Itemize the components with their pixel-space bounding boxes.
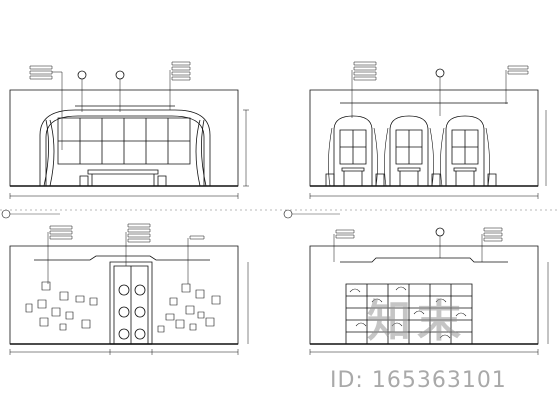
callout-tag-icon xyxy=(334,230,354,262)
elevation-title-marker xyxy=(2,210,60,218)
elevation-panel-b xyxy=(284,62,546,218)
callout-tag-icon xyxy=(126,224,150,266)
arched-opening-inner xyxy=(46,116,204,186)
arched-opening xyxy=(40,110,210,186)
window-icon xyxy=(440,116,489,186)
curtain-left xyxy=(44,120,54,186)
index-bubble-icon xyxy=(436,69,444,116)
cornice xyxy=(34,256,210,260)
callout-tag-icon xyxy=(506,66,528,104)
callout-tag-icon xyxy=(188,236,204,284)
wall-outline xyxy=(310,246,538,344)
elevation-panel-d xyxy=(310,228,548,355)
elevation-panel-c xyxy=(10,224,248,355)
callout-tag-icon xyxy=(170,62,190,110)
elevation-panel-a xyxy=(2,62,249,218)
window-icon xyxy=(384,116,433,186)
picture-frame-icon xyxy=(26,282,97,330)
table xyxy=(80,170,166,186)
callout-tag-icon xyxy=(352,62,376,118)
callout-tag-icon xyxy=(30,66,62,150)
window-icon xyxy=(328,116,377,186)
callout-tag-icon xyxy=(482,228,502,262)
display-shelf xyxy=(346,284,472,344)
index-bubble-icon xyxy=(436,228,444,258)
picture-frame-icon xyxy=(158,284,220,332)
index-bubble-icon xyxy=(78,71,124,112)
table xyxy=(326,168,496,186)
callout-tag-icon xyxy=(48,226,72,284)
door-icon xyxy=(110,262,152,344)
cornice xyxy=(340,258,508,262)
curtain-right xyxy=(196,120,206,186)
window-icon xyxy=(58,118,190,164)
elevation-title-marker xyxy=(284,210,340,218)
